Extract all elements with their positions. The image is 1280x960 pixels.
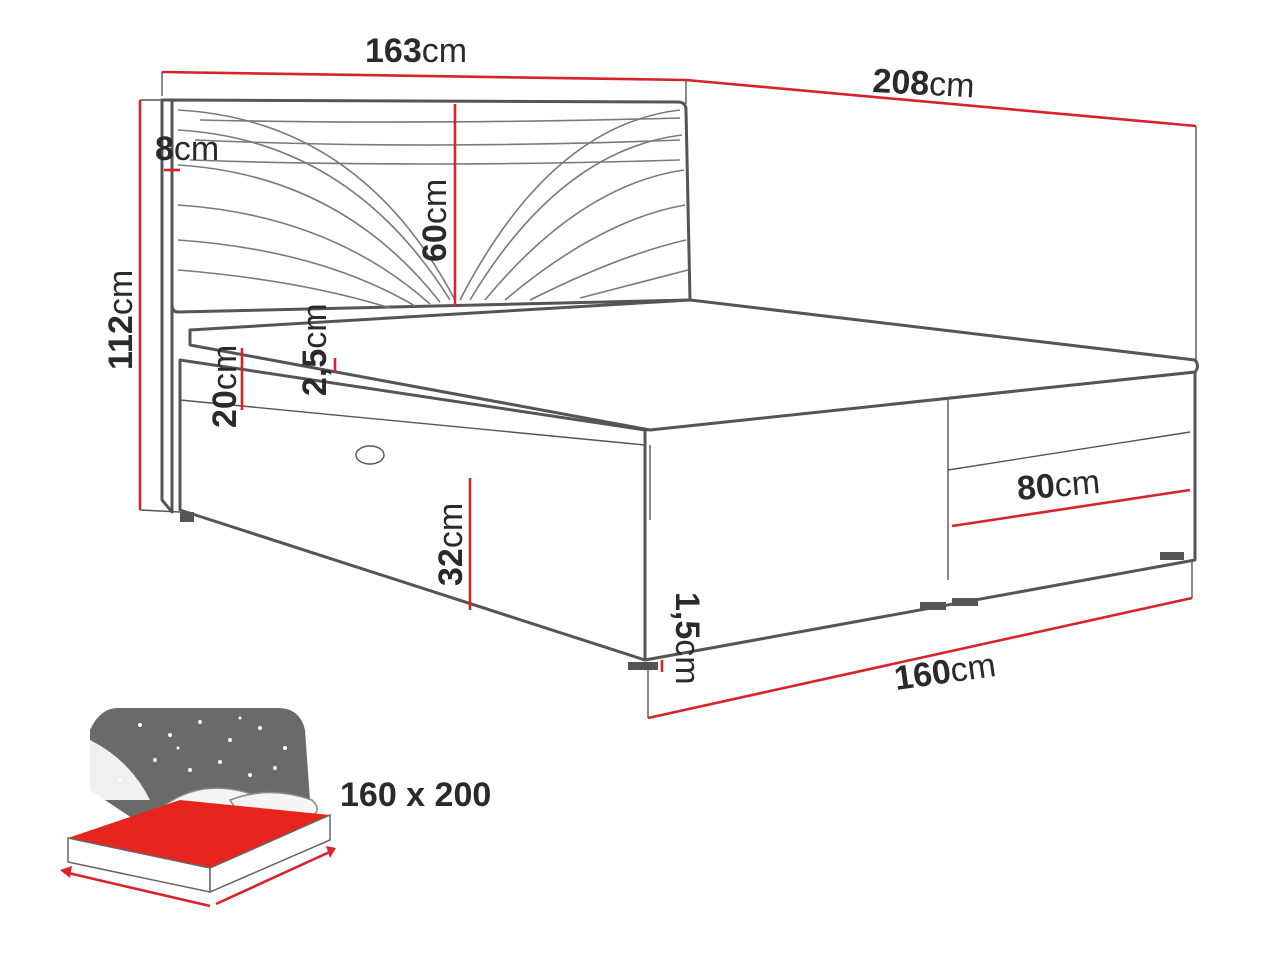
label-half-width: 80cm [1015,463,1101,508]
sleeping-area-label: 160 x 200 [340,776,491,814]
label-length-total: 208cm [872,62,976,105]
leg [1160,552,1184,560]
label-headboard-panel-height: 60cm [416,179,454,262]
leg [952,598,978,606]
label-headboard-thickness: 8cm [155,130,219,168]
topper-edge [189,344,1196,431]
label-width-total: 163cm [365,32,467,70]
label-base-height: 32cm [432,503,470,586]
label-mattress-height: 20cm [206,345,244,428]
headboard-pattern [177,109,689,309]
label-mattress-width: 160cm [892,646,998,698]
sleeping-area-icon [60,708,336,908]
bed-drawing [160,98,1199,670]
dimension-labels: 163cm 208cm 8cm 60cm 112cm 2,5cm 20cm 32… [102,32,1102,698]
label-topper-thickness: 2,5cm [296,303,334,396]
label-height-total: 112cm [102,270,140,370]
leg [628,662,658,670]
leg [920,602,946,610]
stars-icon [98,716,287,807]
label-leg-height: 1,5cm [668,592,706,685]
leg [180,512,194,522]
dimension-lines [138,70,1197,720]
storage-handle-icon [355,445,385,465]
